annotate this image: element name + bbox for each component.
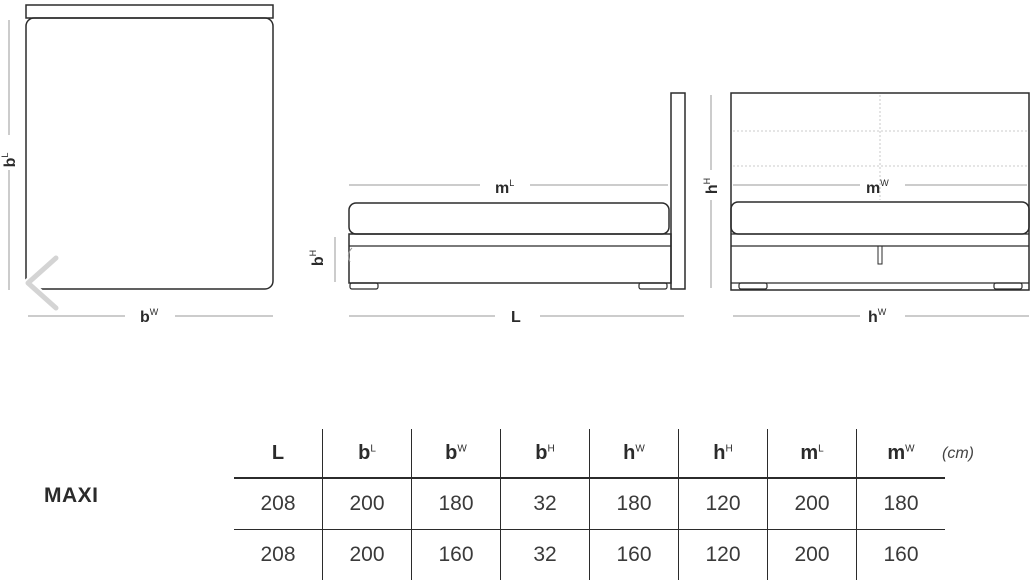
table-cell: 200 (767, 529, 857, 580)
side-view-base (348, 233, 672, 284)
table-cell: 160 (589, 529, 679, 580)
header-hH: hH (678, 429, 768, 479)
table-cell: 208 (234, 478, 323, 530)
front-view-height-label: hH (702, 178, 721, 194)
table-cell: 180 (589, 478, 679, 530)
side-view-foot-right (638, 282, 668, 290)
side-view-mattress-label: mL (495, 178, 514, 197)
side-view-mattress (348, 202, 670, 235)
dimensions-table: L bL bW bH hW hH mL mW 208 200 180 32 18… (234, 429, 945, 580)
table-cell: 120 (678, 529, 768, 580)
table-cell: 120 (678, 478, 768, 530)
table-cell: 32 (500, 529, 590, 580)
side-view (334, 92, 686, 317)
header-hW: hW (589, 429, 679, 479)
table-header-row: L bL bW bH hW hH mL mW (234, 429, 945, 479)
front-view-mattress-label: mW (866, 178, 889, 197)
front-view-foot-right (993, 282, 1023, 290)
front-view (710, 92, 1030, 317)
header-bL: bL (322, 429, 412, 479)
table-cell: 160 (856, 529, 945, 580)
previous-image-button[interactable] (18, 252, 64, 314)
header-bW: bW (411, 429, 501, 479)
header-L: L (234, 429, 323, 479)
header-mW: mW (856, 429, 945, 479)
bed-dimension-diagram: bL bW mL bH L mW hH h (0, 4, 1030, 326)
table-cell: 180 (411, 478, 501, 530)
top-view (8, 4, 274, 317)
front-view-foot-left (738, 282, 768, 290)
side-view-length-label: L (511, 309, 521, 326)
table-row: 208 200 160 32 160 120 200 160 (234, 529, 945, 580)
product-name: MAXI (44, 484, 99, 507)
side-view-base-height-label: bH (308, 250, 327, 266)
table-cell: 200 (767, 478, 857, 530)
top-view-depth-label: bL (0, 153, 19, 168)
front-view-mattress (730, 201, 1030, 235)
chevron-left-icon (23, 253, 61, 313)
table-cell: 200 (322, 478, 412, 530)
table-cell: 200 (322, 529, 412, 580)
table-cell: 208 (260, 543, 296, 566)
top-view-bed-outline (25, 17, 274, 290)
top-view-headboard (25, 4, 274, 19)
unit-label: (cm) (942, 445, 974, 462)
table-row: 208 200 180 32 180 120 200 180 (234, 478, 945, 530)
front-view-width-label: hW (868, 307, 887, 326)
header-mL: mL (767, 429, 857, 479)
side-view-headboard (670, 92, 686, 290)
header-bH: bH (500, 429, 590, 479)
top-view-width-label: bW (140, 307, 159, 326)
front-view-headboard (730, 92, 1030, 291)
table-cell: 160 (411, 529, 501, 580)
side-view-foot-left (349, 282, 379, 290)
table-cell: 180 (856, 478, 945, 530)
table-cell: 32 (500, 478, 590, 530)
